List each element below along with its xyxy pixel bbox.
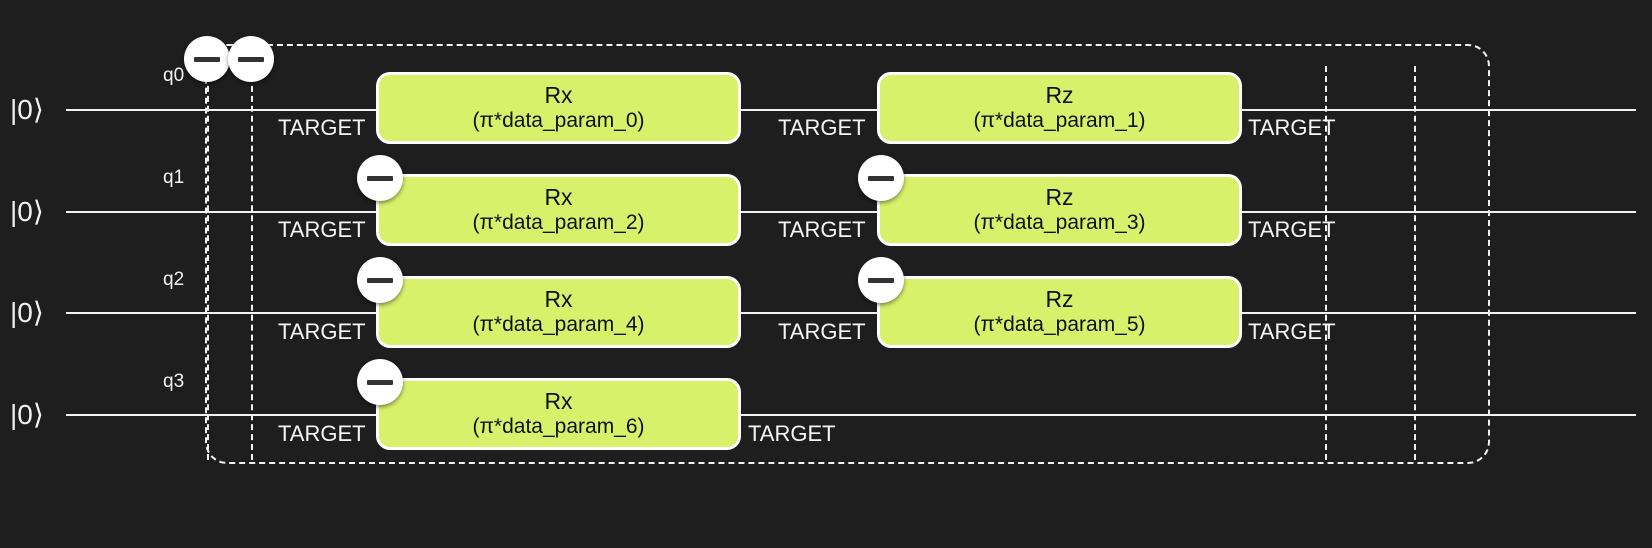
target-label-q3-col1: TARGET (748, 421, 836, 446)
gate-rx-q3[interactable]: Rx (π*data_param_6) (376, 378, 741, 450)
gate-rx-q1[interactable]: Rx (π*data_param_2) (376, 174, 741, 246)
gate-name: Rx (544, 286, 573, 313)
target-label-q3-col0: TARGET (278, 421, 366, 446)
minus-circle-icon[interactable] (228, 36, 274, 82)
gate-name: Rx (544, 184, 573, 211)
barrier-line-3 (1325, 66, 1327, 460)
target-label-q2-col1: TARGET (778, 319, 866, 344)
gate-param: (π*data_param_2) (472, 211, 645, 235)
gate-param: (π*data_param_1) (973, 109, 1146, 133)
wire-q3 (66, 414, 1636, 416)
target-label-q2-col0: TARGET (278, 319, 366, 344)
minus-bar (194, 56, 220, 62)
gate-param: (π*data_param_3) (973, 211, 1146, 235)
target-label-q2-col2: TARGET (1248, 319, 1336, 344)
gate-param: (π*data_param_6) (472, 415, 645, 439)
minus-circle-icon[interactable] (357, 359, 403, 405)
gate-name: Rx (544, 82, 573, 109)
gate-rx-q2[interactable]: Rx (π*data_param_4) (376, 276, 741, 348)
wire-q0 (66, 109, 1636, 111)
minus-circle-icon[interactable] (357, 155, 403, 201)
gate-rx-q0[interactable]: Rx (π*data_param_0) (376, 72, 741, 144)
gate-rz-q0[interactable]: Rz (π*data_param_1) (877, 72, 1242, 144)
qubit-label-q3: q3 (163, 371, 185, 392)
circuit-group-outline (205, 44, 1490, 464)
minus-bar (367, 175, 393, 181)
gate-name: Rz (1045, 184, 1074, 211)
gate-rz-q2[interactable]: Rz (π*data_param_5) (877, 276, 1242, 348)
qubit-label-q1: q1 (163, 167, 185, 188)
init-state-q2: |0⟩ (10, 297, 44, 328)
target-label-q0-col1: TARGET (778, 115, 866, 140)
init-state-q3: |0⟩ (10, 399, 44, 430)
minus-bar (367, 277, 393, 283)
wire-q1 (66, 211, 1636, 213)
init-state-q0: |0⟩ (10, 94, 44, 125)
qubit-label-q0: q0 (163, 65, 185, 86)
wire-q2 (66, 312, 1636, 314)
barrier-line-1 (207, 66, 209, 460)
minus-bar (238, 56, 264, 62)
target-label-q1-col0: TARGET (278, 217, 366, 242)
target-label-q1-col1: TARGET (778, 217, 866, 242)
gate-name: Rz (1045, 286, 1074, 313)
gate-name: Rx (544, 388, 573, 415)
qubit-label-q2: q2 (163, 269, 185, 290)
minus-bar (868, 175, 894, 181)
minus-circle-icon[interactable] (858, 155, 904, 201)
barrier-line-2 (251, 66, 253, 460)
gate-param: (π*data_param_0) (472, 109, 645, 133)
init-state-q1: |0⟩ (10, 196, 44, 227)
minus-bar (868, 277, 894, 283)
gate-rz-q1[interactable]: Rz (π*data_param_3) (877, 174, 1242, 246)
minus-circle-icon[interactable] (858, 257, 904, 303)
minus-bar (367, 379, 393, 385)
target-label-q0-col0: TARGET (278, 115, 366, 140)
gate-param: (π*data_param_5) (973, 313, 1146, 337)
minus-circle-icon[interactable] (184, 36, 230, 82)
gate-name: Rz (1045, 82, 1074, 109)
target-label-q1-col2: TARGET (1248, 217, 1336, 242)
target-label-q0-col2: TARGET (1248, 115, 1336, 140)
gate-param: (π*data_param_4) (472, 313, 645, 337)
barrier-line-4 (1414, 66, 1416, 460)
minus-circle-icon[interactable] (357, 257, 403, 303)
